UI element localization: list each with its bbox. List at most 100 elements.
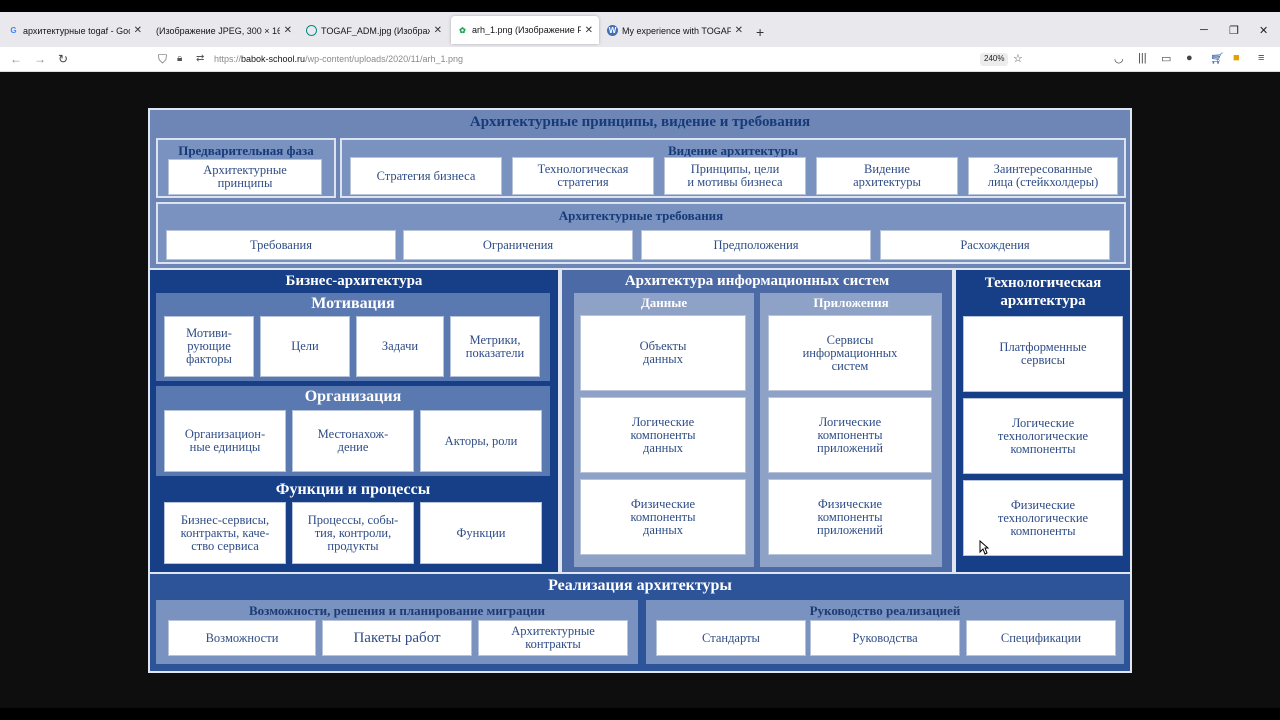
close-tab-icon[interactable]: ✕ <box>133 25 142 36</box>
box-capabilities: Возможности <box>168 620 316 656</box>
top-title: Архитектурные принципы, видение и требов… <box>469 114 811 130</box>
is-architecture-panel: Архитектура информационных систем Данные… <box>562 270 952 572</box>
togaf-architecture-diagram: Архитектурные принципы, видение и требов… <box>148 108 1132 673</box>
migration-panel: Возможности, решения и планирование мигр… <box>156 600 638 664</box>
sidebar-icon[interactable]: ▭ <box>1161 53 1172 65</box>
realization-title: Реализация архитектуры <box>548 577 732 594</box>
box-requirements: Требования <box>166 230 396 260</box>
principles-vision-requirements-panel: Архитектурные принципы, видение и требов… <box>150 110 1130 268</box>
tab-togaf-experience[interactable]: W My experience with TOGAF Cer ✕ <box>601 17 749 44</box>
vision-panel: Видение архитектуры Стратегия бизнеса Те… <box>340 138 1126 198</box>
requirements-panel: Архитектурные требования Требования Огра… <box>156 202 1126 264</box>
bookmark-star-icon[interactable]: ☆ <box>1013 53 1023 65</box>
box-functions: Функции <box>420 502 542 564</box>
box-standards: Стандарты <box>656 620 806 656</box>
applications-title: Приложения <box>813 295 889 310</box>
box-data-entities: Объекты данных <box>580 315 746 391</box>
close-tab-icon[interactable]: ✕ <box>584 24 593 36</box>
tab-google-search[interactable]: G архитектурные togaf - Google ✕ <box>2 17 148 44</box>
box-location: Местонахож- дение <box>292 410 414 472</box>
close-window-icon[interactable]: ✕ <box>1259 25 1269 37</box>
preliminary-phase-panel: Предварительная фаза Архитектурные принц… <box>156 138 336 198</box>
is-title: Архитектура информационных систем <box>624 273 890 289</box>
box-goals: Цели <box>260 316 350 377</box>
box-stakeholders: Заинтересованные лица (стейкхолдеры) <box>968 157 1118 195</box>
vision-title: Видение архитектуры <box>668 143 798 158</box>
realization-panel: Реализация архитектуры Возможности, реше… <box>150 574 1130 671</box>
cart-icon[interactable]: 🛒︎ <box>1210 53 1224 65</box>
tab-title: архитектурные togaf - Google <box>23 25 130 36</box>
box-architecture-vision: Видение архитектуры <box>816 157 958 195</box>
close-tab-icon[interactable]: ✕ <box>283 25 292 36</box>
box-specifications: Спецификации <box>966 620 1116 656</box>
requirements-inner: Архитектурные требования Требования Огра… <box>158 204 1124 262</box>
url-host: babok-school.ru <box>241 54 306 64</box>
functions-title: Функции и процессы <box>275 481 431 498</box>
tab-title: (Изображение JPEG, 300 × 168 пик <box>156 25 280 36</box>
box-logical-tech-components: Логические технологические компоненты <box>963 398 1123 474</box>
menu-icon[interactable]: ≡ <box>1258 52 1265 64</box>
new-tab-icon[interactable]: + <box>756 24 765 40</box>
navigation-bar: ← → ↻ ⛉ 🔒︎ ⇄ https://babok-school.ru/wp-… <box>0 47 1280 72</box>
tab-togaf-adm[interactable]: TOGAF_ADM.jpg (Изображение ✕ <box>300 17 448 44</box>
tab-jpeg-image[interactable]: (Изображение JPEG, 300 × 168 пик ✕ <box>150 17 298 44</box>
tab-title: arh_1.png (Изображение PNG <box>472 25 581 35</box>
box-logical-app-components: Логические компоненты приложений <box>768 397 932 473</box>
extension-icon[interactable]: ■ <box>1233 52 1240 64</box>
box-logical-data-components: Логические компоненты данных <box>580 397 746 473</box>
organization-title: Организация <box>304 388 402 405</box>
pocket-icon[interactable]: ◡ <box>1114 53 1124 65</box>
governance-title: Руководство реализацией <box>809 603 961 618</box>
window-bottom-bar <box>0 708 1280 720</box>
vision-inner: Видение архитектуры Стратегия бизнеса Те… <box>342 140 1124 196</box>
box-gaps: Расхождения <box>880 230 1110 260</box>
window-top-bar <box>0 0 1280 12</box>
box-platform-services: Платформенные сервисы <box>963 316 1123 392</box>
box-processes-events: Процессы, собы- тия, контроли, продукты <box>292 502 414 564</box>
lock-icon[interactable]: 🔒︎ <box>177 53 183 64</box>
governance-panel: Руководство реализацией Стандарты Руково… <box>646 600 1124 664</box>
close-tab-icon[interactable]: ✕ <box>433 25 442 36</box>
box-work-packages: Пакеты работ <box>322 620 472 656</box>
close-tab-icon[interactable]: ✕ <box>734 25 743 36</box>
box-physical-app-components: Физические компоненты приложений <box>768 479 932 555</box>
library-icon[interactable]: ||| <box>1138 52 1147 64</box>
box-motivating-factors: Мотиви- рующие факторы <box>164 316 254 377</box>
reload-icon[interactable]: ↻ <box>58 52 69 66</box>
shield-icon[interactable]: ⛉ <box>158 52 168 66</box>
tab-title: My experience with TOGAF Cer <box>622 25 731 36</box>
migration-title: Возможности, решения и планирование мигр… <box>248 603 546 618</box>
account-icon[interactable]: ● <box>1186 52 1193 64</box>
wordpress-icon: W <box>607 25 618 36</box>
box-is-services: Сервисы информационных систем <box>768 315 932 391</box>
box-technology-strategy: Технологическая стратегия <box>512 157 654 195</box>
restore-icon[interactable]: ❐ <box>1229 25 1239 37</box>
minimize-icon[interactable]: ─ <box>1200 24 1208 36</box>
box-actors-roles: Акторы, роли <box>420 410 542 472</box>
data-title: Данные <box>640 295 688 310</box>
data-panel: Данные Объекты данных Логические компоне… <box>574 293 754 567</box>
box-assumptions: Предположения <box>641 230 871 260</box>
image-icon: ✿ <box>459 25 466 35</box>
forward-icon[interactable]: → <box>34 52 46 66</box>
box-physical-data-components: Физические компоненты данных <box>580 479 746 555</box>
zoom-level[interactable]: 240% <box>980 53 1009 66</box>
url-scheme: https:// <box>214 54 242 64</box>
box-guidelines: Руководства <box>810 620 960 656</box>
tab-title: TOGAF_ADM.jpg (Изображение <box>321 25 430 36</box>
tab-arh-png[interactable]: ✿ arh_1.png (Изображение PNG ✕ <box>451 16 599 44</box>
box-physical-tech-components: Физические технологические компоненты <box>963 480 1123 556</box>
requirements-title: Архитектурные требования <box>558 208 724 223</box>
url-field[interactable]: https://babok-school.ru/wp-content/uploa… <box>214 54 463 64</box>
tab-strip: G архитектурные togaf - Google ✕ (Изобра… <box>0 12 1280 47</box>
organization-panel: Организация Организацион- ные единицы Ме… <box>156 386 550 476</box>
mouse-cursor-icon <box>979 540 989 555</box>
box-business-services: Бизнес-сервисы, контракты, каче- ство се… <box>164 502 286 564</box>
box-business-principles: Принципы, цели и мотивы бизнеса <box>664 157 806 195</box>
preliminary-title: Предварительная фаза <box>178 143 314 158</box>
permissions-icon[interactable]: ⇄ <box>196 53 205 64</box>
url-path: /wp-content/uploads/2020/11/arh_1.png <box>305 54 464 64</box>
technology-architecture-panel: Технологическая архитектура Платформенны… <box>956 270 1130 572</box>
business-title: Бизнес-архитектура <box>285 273 423 289</box>
back-icon[interactable]: ← <box>10 52 22 66</box>
